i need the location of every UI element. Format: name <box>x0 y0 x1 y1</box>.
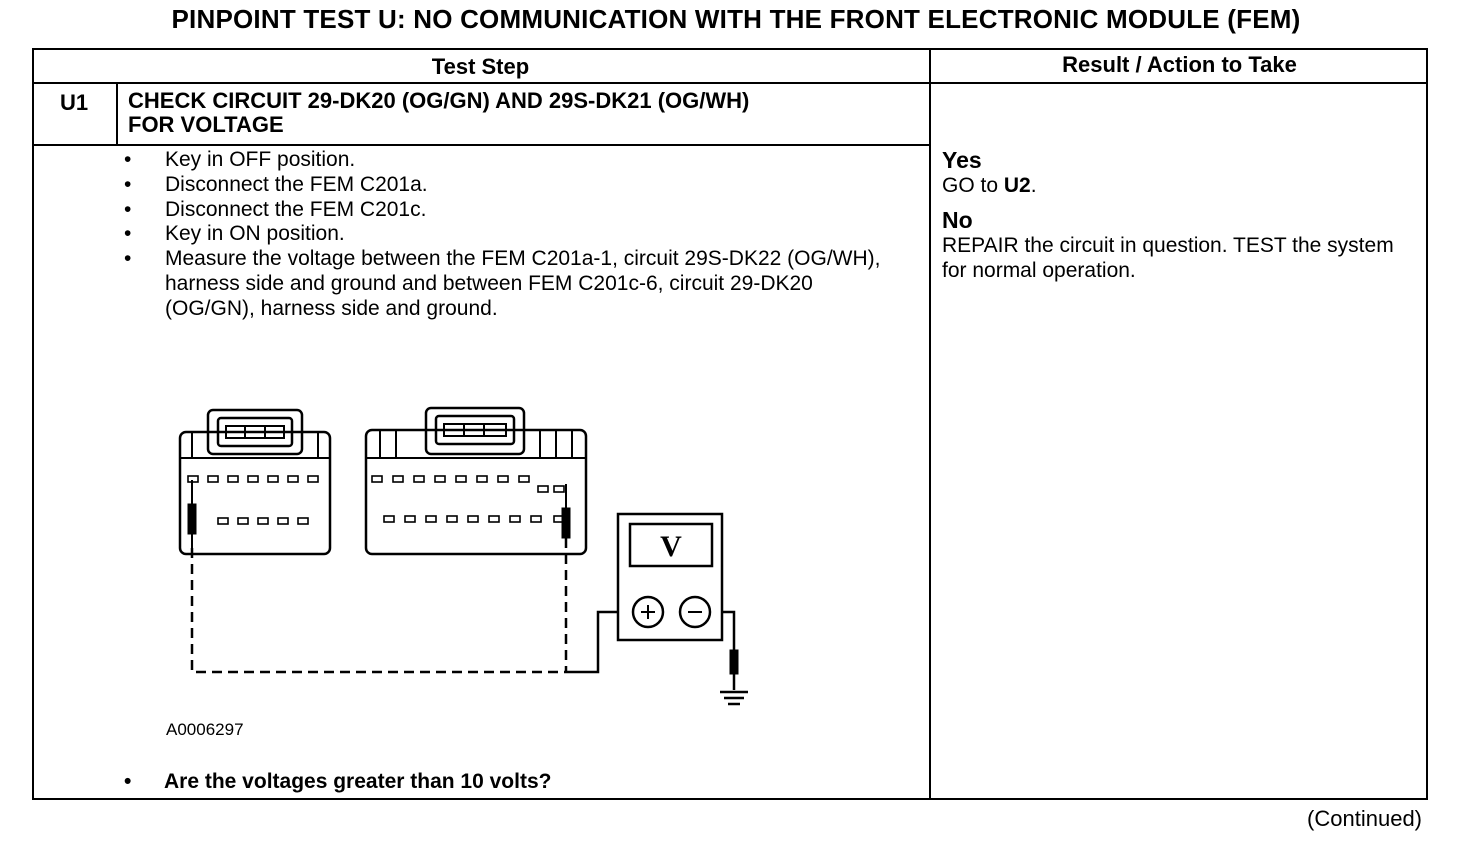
step-id-divider <box>116 84 118 144</box>
result-no: No REPAIR the circuit in question. TEST … <box>942 208 1422 283</box>
connector-pin <box>297 517 309 525</box>
procedure-step: Measure the voltage between the FEM C201… <box>124 247 884 321</box>
connector-pin <box>307 475 319 483</box>
continued-note: (Continued) <box>1307 806 1422 831</box>
procedure-step: Key in OFF position. <box>124 148 884 173</box>
connector-pin <box>537 485 549 493</box>
connector-pin <box>434 475 446 483</box>
result-no-label: No <box>942 207 973 233</box>
connector-pin <box>207 475 219 483</box>
procedure-step: Disconnect the FEM C201c. <box>124 198 884 223</box>
connector-pin <box>247 475 259 483</box>
test-leads-drawing <box>190 538 748 706</box>
connector-pin-rows <box>187 475 565 525</box>
header-result-action: Result / Action to Take <box>1062 52 1297 77</box>
voltage-measurement-diagram: V <box>178 406 748 706</box>
connector-pin <box>287 475 299 483</box>
connector-pin <box>237 517 249 525</box>
connector-pin <box>467 515 479 523</box>
connector-pin <box>227 475 239 483</box>
page-title: PINPOINT TEST U: NO COMMUNICATION WITH T… <box>171 4 1301 34</box>
connector-pin <box>446 515 458 523</box>
connector-pin <box>497 475 509 483</box>
connector-pin <box>277 517 289 525</box>
column-divider <box>929 48 931 800</box>
result-yes-action: GO to U2. <box>942 173 1422 198</box>
connector-pin <box>553 485 565 493</box>
connector-pin <box>476 475 488 483</box>
connector-pin <box>392 475 404 483</box>
procedure-step: Key in ON position. <box>124 222 884 247</box>
connector-pin <box>217 517 229 525</box>
voltmeter-v-label: V <box>660 530 682 563</box>
diagram-reference-number: A0006297 <box>166 720 244 739</box>
connector-pin <box>509 515 521 523</box>
result-yes-target-step: U2 <box>1003 174 1031 197</box>
probe-tips <box>187 503 739 675</box>
header-test-step: Test Step <box>431 54 530 79</box>
connector-c201a-drawing <box>178 408 332 556</box>
result-yes: Yes GO to U2. <box>942 148 1422 198</box>
procedure-list: Key in OFF position. Disconnect the FEM … <box>124 148 884 322</box>
step-title-divider <box>32 144 930 146</box>
step-title: CHECK CIRCUIT 29-DK20 (OG/GN) AND 29S-DK… <box>128 89 908 137</box>
result-yes-action-text: GO to <box>942 174 1004 197</box>
connector-pin <box>371 475 383 483</box>
result-no-action: REPAIR the circuit in question. TEST the… <box>942 234 1394 282</box>
voltmeter-drawing <box>616 512 724 642</box>
pinpoint-test-table <box>32 48 1428 800</box>
step-title-line-2: FOR VOLTAGE <box>128 112 284 137</box>
connector-pin <box>257 517 269 525</box>
connector-pin <box>425 515 437 523</box>
connector-pin <box>518 475 530 483</box>
test-question: Are the voltages greater than 10 volts? <box>124 770 551 794</box>
connector-pin <box>404 515 416 523</box>
procedure-step: Disconnect the FEM C201a. <box>124 173 884 198</box>
connector-pin <box>267 475 279 483</box>
result-yes-action-suffix: . <box>1030 174 1037 197</box>
connector-pin <box>530 515 542 523</box>
connector-pin <box>455 475 467 483</box>
connector-pin <box>488 515 500 523</box>
step-id: U1 <box>60 90 89 115</box>
connector-c201c-drawing <box>364 406 588 556</box>
step-title-line-1: CHECK CIRCUIT 29-DK20 (OG/GN) AND 29S-DK… <box>128 88 750 113</box>
result-yes-label: Yes <box>942 147 982 173</box>
connector-pin <box>383 515 395 523</box>
probe-ground <box>729 649 739 675</box>
header-divider <box>32 82 1428 84</box>
connector-pin <box>413 475 425 483</box>
